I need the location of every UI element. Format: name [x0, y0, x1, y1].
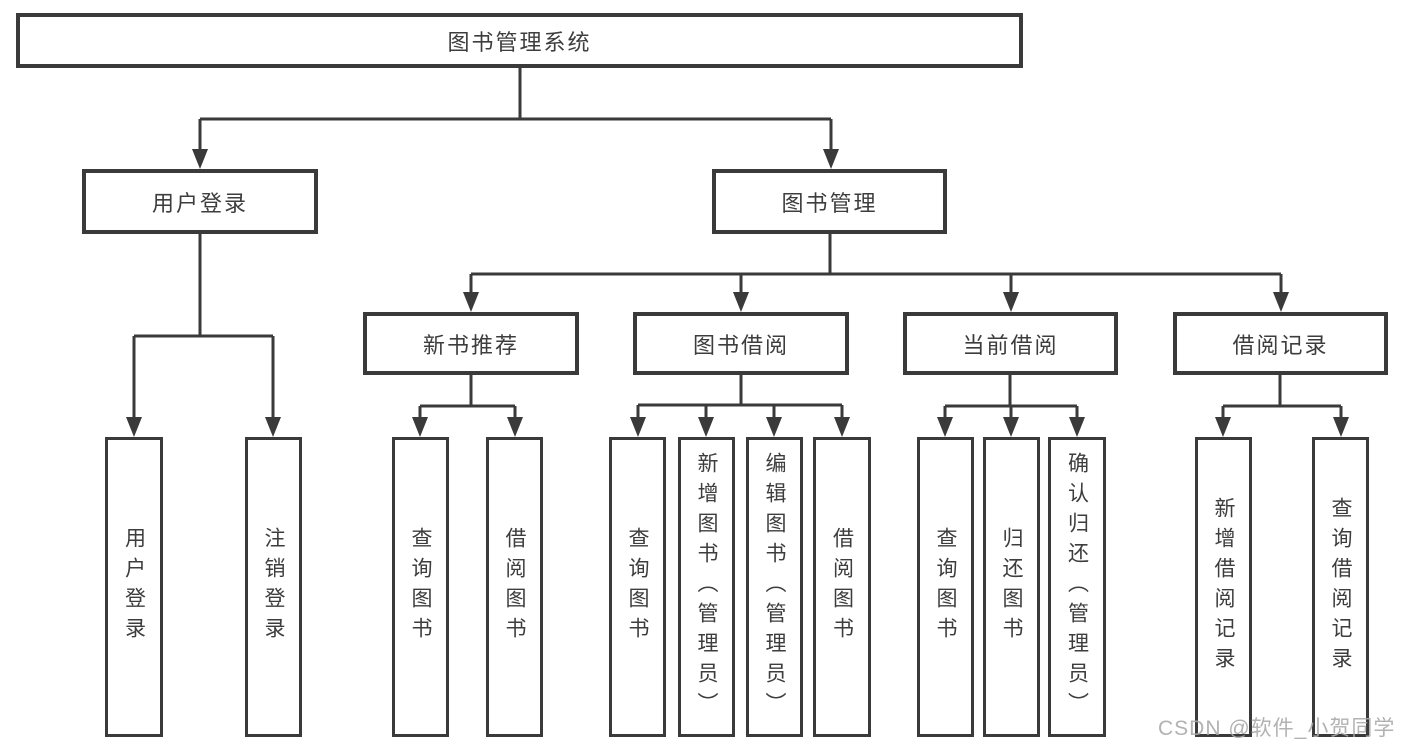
node-book-management: 图书管理	[712, 169, 947, 234]
leaf-user-login: 用户登录	[105, 437, 163, 737]
node-book-borrow: 图书借阅	[633, 312, 849, 375]
arrow-down-icon	[834, 417, 850, 437]
arrow-down-icon	[733, 292, 749, 312]
leaf-add-borrow-record: 新增借阅记录	[1195, 437, 1252, 737]
leaf-edit-book-admin: 编辑图书（管理员）	[746, 437, 803, 737]
connector-user-login-to-leaves	[126, 234, 281, 437]
watermark: CSDN @软件_小贺同学	[1158, 717, 1396, 740]
connector-borrow-records-to-leaves	[1215, 375, 1349, 437]
arrow-down-icon	[1333, 417, 1349, 437]
leaf-confirm-return-admin: 确认归还（管理员）	[1048, 437, 1106, 737]
node-library-management-system: 图书管理系统	[16, 13, 1023, 68]
node-borrow-records: 借阅记录	[1173, 312, 1388, 375]
arrow-down-icon	[1069, 417, 1085, 437]
connector-new-book-recommend-to-leaves	[412, 375, 523, 437]
leaf-logout: 注销登录	[245, 437, 302, 737]
leaf-query-books-current: 查询图书	[917, 437, 974, 737]
arrow-down-icon	[630, 417, 646, 437]
arrow-down-icon	[1273, 292, 1289, 312]
arrow-down-icon	[1003, 417, 1019, 437]
node-current-borrow: 当前借阅	[903, 312, 1118, 375]
leaf-borrow-books-recommend: 借阅图书	[486, 437, 543, 737]
connector-book-management-to-level2	[463, 234, 1289, 312]
arrow-down-icon	[463, 292, 479, 312]
connector-root-to-level1	[192, 68, 839, 169]
connector-current-borrow-to-leaves	[937, 375, 1085, 437]
leaf-query-books-borrow: 查询图书	[609, 437, 666, 737]
arrow-down-icon	[192, 149, 208, 169]
node-new-book-recommend: 新书推荐	[363, 312, 579, 375]
leaf-borrow-books: 借阅图书	[813, 437, 871, 737]
leaf-add-book-admin: 新增图书（管理员）	[678, 437, 735, 737]
arrow-down-icon	[126, 417, 142, 437]
arrow-down-icon	[937, 417, 953, 437]
arrow-down-icon	[507, 417, 523, 437]
node-user-login: 用户登录	[82, 169, 318, 234]
arrow-down-icon	[1003, 292, 1019, 312]
arrow-down-icon	[265, 417, 281, 437]
arrow-down-icon	[766, 417, 782, 437]
arrow-down-icon	[1215, 417, 1231, 437]
connector-book-borrow-to-leaves	[630, 375, 850, 437]
leaf-query-books-recommend: 查询图书	[392, 437, 449, 737]
leaf-query-borrow-record: 查询借阅记录	[1312, 437, 1369, 737]
leaf-return-book: 归还图书	[983, 437, 1040, 737]
arrow-down-icon	[412, 417, 428, 437]
arrow-down-icon	[823, 149, 839, 169]
arrow-down-icon	[698, 417, 714, 437]
